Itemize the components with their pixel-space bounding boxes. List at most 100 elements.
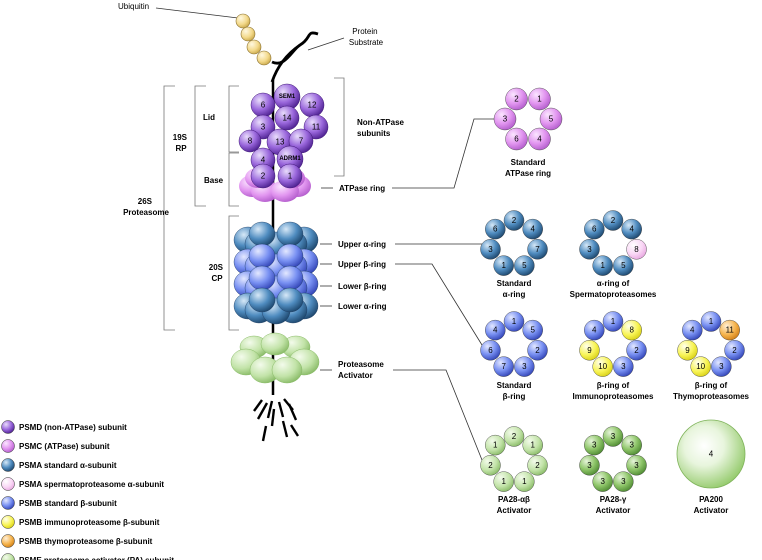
ring-subunit-number: 3 <box>587 245 592 254</box>
legend-label: PSMA spermatoproteasome α-subunit <box>19 480 164 489</box>
ring-subunit-number: 6 <box>514 135 519 144</box>
lid-subunit-number: 8 <box>248 137 253 146</box>
bracket-lid-label: Lid <box>203 113 215 122</box>
ring-subunit-number: 2 <box>634 346 639 355</box>
non-atpase-label: Non-ATPase subunits <box>357 118 406 138</box>
lid-subunit: 6 <box>250 92 276 118</box>
ring-subunit-number: 3 <box>621 362 626 371</box>
legend-item: PSMD (non-ATPase) subunit <box>1 420 127 434</box>
legend-swatch <box>1 439 15 453</box>
ring-subunit: 2 <box>527 455 548 476</box>
ring-subunit-number: 8 <box>629 326 634 335</box>
ring-subunit-number: 4 <box>537 135 542 144</box>
ring-subunit-number: 2 <box>512 216 517 225</box>
legend-label: PSMB thymoproteasome β-subunit <box>19 537 153 546</box>
ring-subunit: 6 <box>485 218 506 240</box>
legend-label: PSME proteasome activator (PA) subunit <box>19 556 174 560</box>
ring-subunit-number: 3 <box>587 461 592 470</box>
legend-swatch <box>1 553 15 560</box>
ring-subunit: 1 <box>522 434 543 456</box>
peptide-fragments <box>253 398 300 442</box>
ring-subunit: 3 <box>514 356 535 377</box>
ring-subunit: 3 <box>613 356 634 377</box>
ring-subunit: 7 <box>493 356 514 377</box>
protein-substrate-label: Protein Substrate <box>349 27 384 47</box>
lower-beta-label: Lower β-ring <box>338 282 387 291</box>
ring-subunit: 6 <box>584 218 605 240</box>
legend-item: PSMA standard α-subunit <box>1 458 117 472</box>
ring-subunit: 6 <box>505 127 528 151</box>
ring-subunit: 1 <box>485 434 506 456</box>
legend-swatch <box>1 477 15 491</box>
ring-subunit: 4 <box>584 319 605 341</box>
ring-subunit-number: 7 <box>501 362 506 371</box>
legend-item: PSMB thymoproteasome β-subunit <box>1 534 153 548</box>
bracket-non-atpase <box>334 77 345 177</box>
ring-subunit: 5 <box>522 319 543 341</box>
ring-subunit-number: 5 <box>530 326 535 335</box>
ring-subunit-number: 1 <box>522 477 527 486</box>
bracket-lid <box>228 85 239 153</box>
ring-subunit: 3 <box>613 471 634 492</box>
ring-subunit: 8 <box>621 319 642 341</box>
ring-subunit-number: 10 <box>598 362 607 371</box>
ring-subunit: 4 <box>528 127 551 151</box>
ring-subunit-number: 8 <box>634 245 639 254</box>
ring-subunit-number: 1 <box>501 477 506 486</box>
ring-subunit: 11 <box>719 319 740 341</box>
core-particle <box>233 221 319 325</box>
ring-subunit-number: 2 <box>611 216 616 225</box>
ring-subunit: 1 <box>528 87 551 111</box>
ring-subunit: 7 <box>527 239 548 260</box>
upper-beta-label: Upper β-ring <box>338 260 386 269</box>
ring-subunit-number: 3 <box>611 432 616 441</box>
pa200-number: 4 <box>709 450 714 459</box>
protein-substrate <box>270 31 345 83</box>
ring-subunit: 6 <box>480 340 501 361</box>
ring-pa200: 4 <box>676 419 746 489</box>
ring-subunit: 3 <box>584 434 605 456</box>
legend-label: PSMB immunoproteasome β-subunit <box>19 518 160 527</box>
lid-subunit-number: 13 <box>276 138 285 147</box>
ring-subunit-number: 5 <box>522 261 527 270</box>
ring-subunit: 4 <box>621 218 642 240</box>
legend-item: PSMC (ATPase) subunit <box>1 439 110 453</box>
ring-subunit: 3 <box>493 107 517 131</box>
bracket-base-label: Base <box>204 176 224 185</box>
ring-subunit-number: 1 <box>537 94 542 103</box>
ring-subunit: 1 <box>503 311 525 332</box>
ring-subunit-number: 6 <box>493 225 498 234</box>
lid-subunit-number: 2 <box>261 172 266 181</box>
lid-subunit-number: 6 <box>261 101 266 110</box>
ring-subunit: 2 <box>602 210 624 231</box>
legend-swatch <box>1 496 15 510</box>
legend-swatch <box>1 420 15 434</box>
ring-subunit-number: 4 <box>493 326 498 335</box>
ring-subunit: 2 <box>505 87 528 111</box>
bracket-base <box>228 152 239 207</box>
activator-pointer <box>393 369 483 461</box>
lid-subunit: 14 <box>274 105 300 131</box>
legend-label: PSMB standard β-subunit <box>19 499 117 508</box>
ring-subunit: 3 <box>626 455 647 476</box>
lid-subunit: 8 <box>238 129 262 153</box>
ring-subunit: 3 <box>621 434 642 456</box>
ring-subunit-number: 1 <box>611 317 616 326</box>
ring-subunit-number: 2 <box>732 346 737 355</box>
lid-subunit-number: 3 <box>261 123 266 132</box>
ring-subunit: 2 <box>527 340 548 361</box>
ring-subunit: 1 <box>700 311 722 332</box>
legend-swatch <box>1 534 15 548</box>
ring-subunit: 2 <box>626 340 647 361</box>
ring-subunit-number: 2 <box>514 94 519 103</box>
ring-subunit: 3 <box>602 426 624 447</box>
